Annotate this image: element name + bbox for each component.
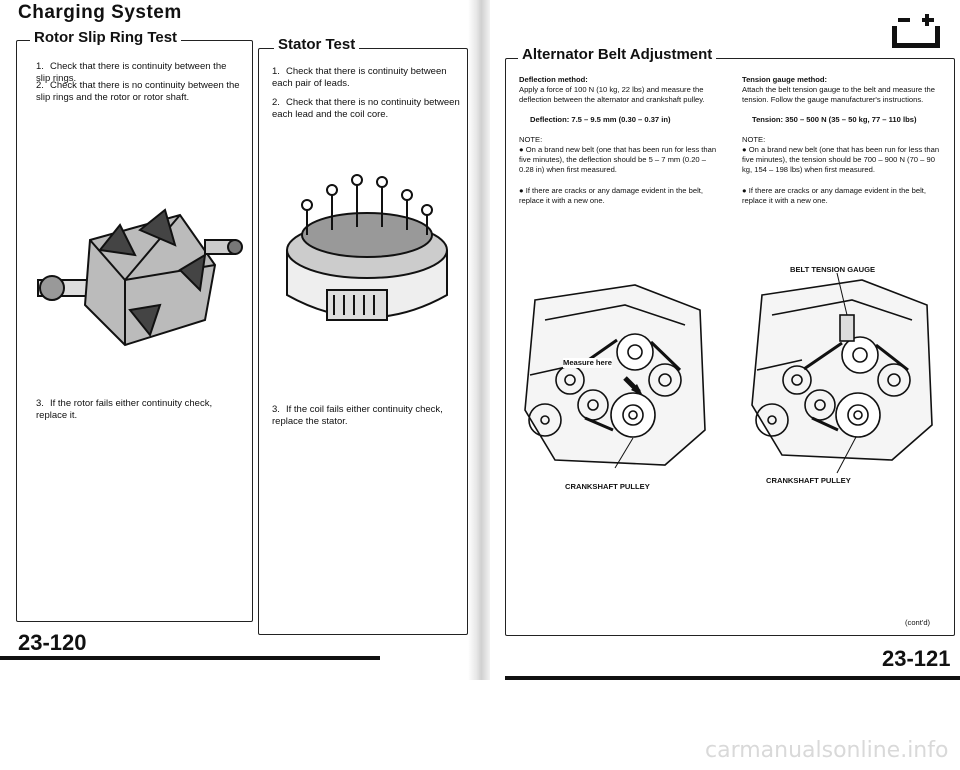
deflection-note-label: NOTE: [519,135,543,144]
tension-heading: Tension gauge method: [742,75,828,84]
tension-note-2: ● If there are cracks or any damage evid… [742,186,926,205]
right-page-rule [505,676,960,680]
stator-test-panel [258,48,468,635]
stator-test-title: Stator Test [274,36,360,53]
belt-adjustment-panel [505,58,955,636]
footer-watermark: carmanualsonline.info [705,738,949,763]
deflection-spec: Deflection: 7.5 – 9.5 mm (0.30 – 0.37 in… [530,115,671,124]
rotor-illustration [37,208,243,347]
deflection-pulley-label: CRANKSHAFT PULLEY [565,482,650,491]
page-number-right: 23-121 [882,646,951,671]
stator-step-2: 2.Check that there is no continuity betw… [272,97,460,120]
stator-step-3: 3.If the coil fails either continuity ch… [272,404,443,427]
tension-note-1: ● On a brand new belt (one that has been… [742,145,940,174]
tension-note-label: NOTE: [742,135,766,144]
stator-illustration [286,174,448,321]
belt-adjustment-title: Alternator Belt Adjustment [518,46,717,63]
tension-engine-illustration [751,272,933,474]
tension-pulley-label: CRANKSHAFT PULLEY [766,476,851,485]
gutter-binding [468,0,490,680]
rotor-step-3: 3.If the rotor fails either continuity c… [36,398,213,421]
battery-symbol-icon [892,14,940,48]
stator-step-1: 1.Check that there is continuity between… [272,66,447,89]
tension-text: Attach the belt tension gauge to the bel… [742,85,935,104]
measure-here-callout: Measure here [563,358,612,368]
rotor-test-title: Rotor Slip Ring Test [30,29,182,46]
continued-label: (cont'd) [905,618,931,627]
deflection-engine-illustration [524,284,706,469]
deflection-note-1: ● On a brand new belt (one that has been… [519,145,717,174]
rotor-step-2: 2.Check that there is no continuity betw… [36,80,240,103]
chapter-header: Charging System [18,2,182,23]
rotor-step-1: 1.Check that there is continuity between… [36,61,227,84]
tension-gauge-label: BELT TENSION GAUGE [790,265,876,274]
deflection-heading: Deflection method: [519,75,588,84]
deflection-text: Apply a force of 100 N (10 kg, 22 lbs) a… [519,85,705,104]
tension-spec: Tension: 350 – 500 N (35 – 50 kg, 77 – 1… [752,115,917,124]
left-page-rule [0,656,380,660]
deflection-note-2: ● If there are cracks or any damage evid… [519,186,703,205]
page-number-left: 23-120 [18,630,87,655]
